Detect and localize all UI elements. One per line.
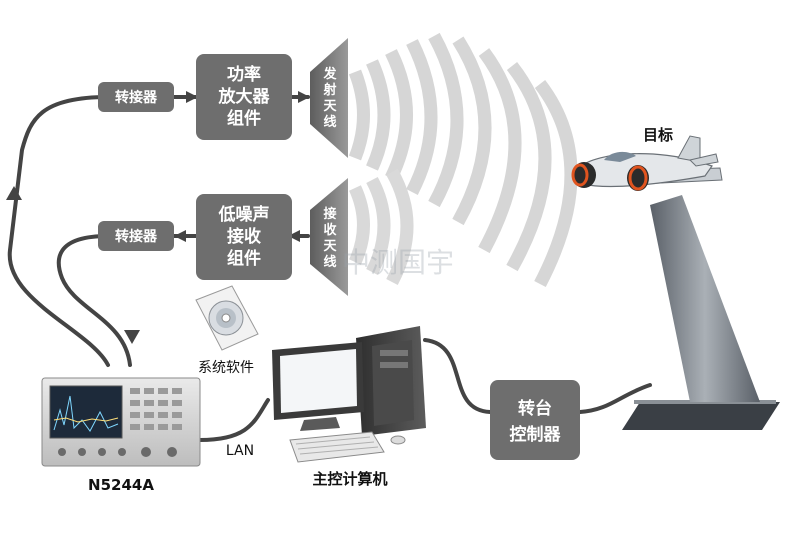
rx-antenna: 接 收 天 线 — [310, 178, 348, 296]
turntable-line-1: 转台 — [518, 398, 552, 419]
analyzer-label: N5244A — [88, 476, 154, 494]
aircraft-target-icon — [571, 135, 723, 191]
adapter-top-box: 转接器 — [98, 82, 174, 112]
turntable-line-2: 控制器 — [510, 424, 562, 445]
power-amp-line-1: 功率 — [227, 64, 261, 85]
power-amplifier-box: 功率 放大器 组件 — [196, 54, 292, 140]
radar-waves — [348, 32, 578, 288]
target-label: 目标 — [643, 126, 673, 144]
adapter-bottom-label: 转接器 — [115, 228, 158, 245]
tx-antenna: 发 射 天 线 — [310, 38, 348, 158]
target-pillar — [622, 195, 780, 430]
rx-antenna-char-1: 接 — [323, 206, 336, 222]
rx-antenna-char-4: 线 — [323, 254, 336, 270]
tx-antenna-char-4: 线 — [323, 114, 336, 130]
network-analyzer-icon — [41, 377, 201, 467]
turntable-controller-box: 转台 控制器 — [490, 380, 580, 460]
tx-antenna-char-3: 天 — [323, 99, 337, 114]
rx-antenna-char-2: 收 — [323, 222, 337, 238]
host-computer-label: 主控计算机 — [312, 470, 387, 488]
software-label: 系统软件 — [198, 360, 254, 376]
watermark-text: 中测国宇 — [342, 246, 454, 279]
rx-antenna-char-3: 天 — [323, 239, 337, 254]
lna-box: 低噪声 接收 组件 — [196, 194, 292, 280]
adapter-bottom-box: 转接器 — [98, 221, 174, 251]
tx-antenna-char-2: 射 — [322, 82, 336, 98]
desktop-computer-icon — [272, 326, 426, 463]
cable-arrows — [6, 91, 310, 344]
software-disc-icon — [195, 285, 259, 351]
power-amp-line-2: 放大器 — [218, 86, 271, 107]
lna-line-1: 低噪声 — [218, 204, 270, 225]
adapter-top-label: 转接器 — [115, 89, 158, 106]
lna-line-3: 组件 — [227, 248, 261, 269]
tx-antenna-char-1: 发 — [322, 66, 337, 82]
power-amp-line-3: 组件 — [227, 108, 261, 129]
lan-label: LAN — [226, 443, 254, 459]
lna-line-2: 接收 — [227, 226, 261, 247]
radar-waves-return — [349, 168, 414, 286]
